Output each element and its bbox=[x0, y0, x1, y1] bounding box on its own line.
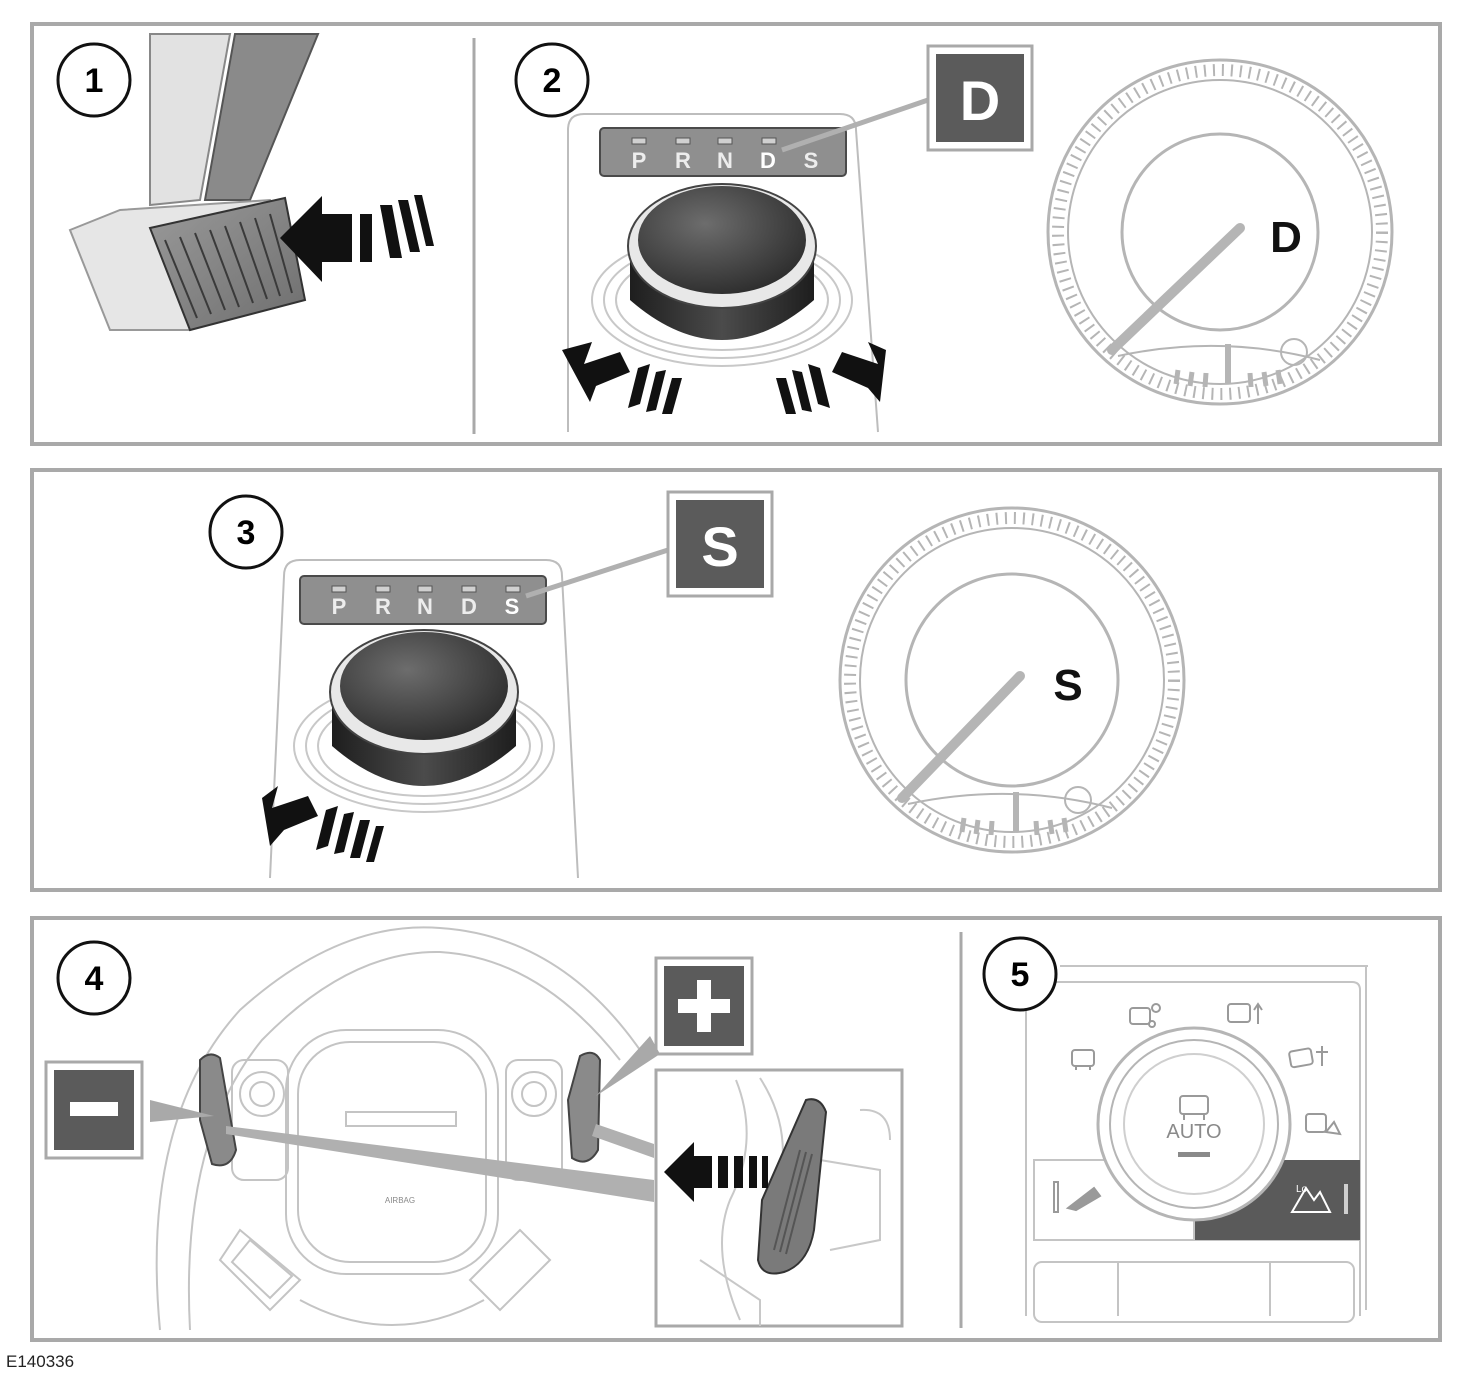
auto-indicator-bar bbox=[1178, 1152, 1210, 1157]
gear-label-d-2: D bbox=[461, 594, 477, 619]
indicator-box-minus: – bbox=[44, 1060, 144, 1160]
callout-to-detail-2 bbox=[592, 1124, 654, 1158]
steering-wheel bbox=[155, 926, 641, 1331]
gear-label-s: S bbox=[804, 148, 819, 173]
step-number-1: 1 bbox=[85, 62, 104, 100]
minus-icon bbox=[70, 1102, 118, 1116]
turn-arrow-left bbox=[562, 342, 682, 414]
auto-car-icon bbox=[1179, 1095, 1209, 1120]
indicator-letter-d: D bbox=[960, 69, 1000, 132]
panel-4-paddle-shift: AIRBAG – + bbox=[44, 926, 904, 1331]
figure-code: E140336 bbox=[6, 1352, 75, 1371]
rotary-shifter-knob-2 bbox=[293, 629, 555, 813]
rotary-shifter-knob bbox=[591, 183, 853, 367]
callout-line-s bbox=[525, 547, 669, 599]
turn-arrow-right bbox=[776, 342, 886, 414]
step-number-5: 5 bbox=[1011, 956, 1030, 994]
turn-arrow-left-2 bbox=[262, 786, 384, 862]
console-outline-s bbox=[269, 559, 579, 879]
gauge-letter-d: D bbox=[1270, 213, 1302, 262]
rock-crawl-icon bbox=[1305, 1113, 1342, 1136]
paddle-left bbox=[199, 1053, 238, 1167]
frame-middle bbox=[30, 468, 1442, 892]
step-number-4: 4 bbox=[85, 960, 104, 998]
gear-label-r-2: R bbox=[375, 594, 391, 619]
instrument-gauge-s: S bbox=[838, 506, 1186, 854]
frame-bottom bbox=[30, 916, 1442, 1342]
general-driving-icon bbox=[1071, 1049, 1095, 1070]
instrument-gauge-d: D bbox=[1046, 58, 1394, 406]
gear-label-s-2: S bbox=[505, 594, 520, 619]
sand-icon bbox=[1288, 1046, 1328, 1069]
indicator-box-plus: + bbox=[654, 956, 754, 1056]
gear-strip-d: P R N D S bbox=[599, 127, 847, 177]
press-arrow-left bbox=[280, 195, 434, 282]
step-markers: 1 2 3 4 5 bbox=[56, 42, 1058, 1016]
gear-label-n: N bbox=[717, 148, 733, 173]
paddle-right bbox=[566, 1051, 602, 1163]
paddle-detail-inset bbox=[654, 1068, 904, 1328]
mud-ruts-icon bbox=[1227, 1002, 1263, 1024]
gear-label-p: P bbox=[632, 148, 647, 173]
plus-icon bbox=[678, 980, 730, 1032]
callout-plus bbox=[596, 1036, 660, 1096]
gauge-letter-s: S bbox=[1053, 661, 1082, 710]
step-number-2: 2 bbox=[543, 62, 562, 100]
grass-gravel-snow-icon bbox=[1129, 1003, 1161, 1028]
lo-label: Lo bbox=[1296, 1184, 1308, 1195]
callout-line-d bbox=[781, 97, 929, 153]
brake-pedal-pad bbox=[148, 196, 307, 332]
auto-label: AUTO bbox=[1166, 1121, 1221, 1143]
panel-3-sport-select: P R N D S S bbox=[262, 490, 1186, 879]
panel-frames bbox=[30, 22, 1442, 1342]
panel-5-terrain-response: AUTO bbox=[1025, 965, 1368, 1323]
gear-label-d: D bbox=[760, 148, 776, 173]
indicator-box-s: S bbox=[666, 490, 774, 598]
gear-label-p-2: P bbox=[332, 594, 347, 619]
hill-descent-icon bbox=[1053, 1181, 1102, 1213]
indicator-box-d: D bbox=[926, 44, 1034, 152]
gear-label-n-2: N bbox=[417, 594, 433, 619]
panel-1-brake-pedal bbox=[68, 33, 434, 332]
low-range-icon: Lo bbox=[1290, 1184, 1348, 1214]
pull-arrow-left bbox=[664, 1142, 768, 1202]
gear-label-r: R bbox=[675, 148, 691, 173]
frame-top bbox=[30, 22, 1442, 446]
panel-2-drive-select: P R N D S bbox=[562, 44, 1394, 433]
gear-strip-s: P R N D S bbox=[299, 575, 547, 625]
airbag-label: AIRBAG bbox=[385, 1196, 415, 1205]
step-number-3: 3 bbox=[237, 514, 256, 552]
indicator-letter-s: S bbox=[701, 515, 738, 578]
terrain-dial[interactable]: AUTO bbox=[1096, 1026, 1292, 1222]
callout-minus bbox=[150, 1100, 214, 1122]
callout-to-detail bbox=[226, 1126, 654, 1202]
